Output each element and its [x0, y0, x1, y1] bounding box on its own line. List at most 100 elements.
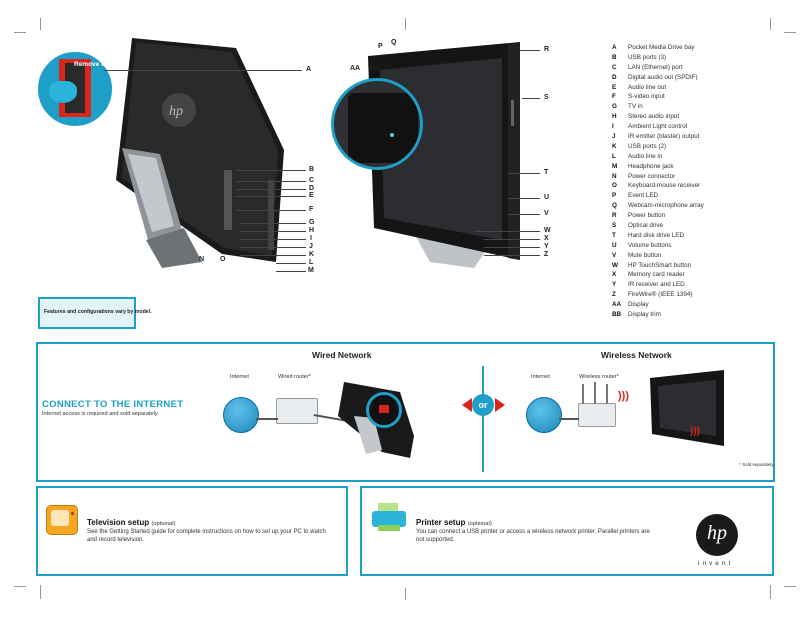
- callout-a: A: [306, 66, 312, 73]
- wireless-router-label: Wireless router*: [579, 374, 619, 380]
- printer-setup-title: Printer setup (optional): [416, 518, 492, 527]
- callout-u: U: [544, 194, 550, 201]
- callout-g: G: [309, 219, 315, 226]
- callout-line-v: [508, 214, 540, 215]
- legend-key: G: [612, 103, 617, 111]
- printer-tray: [378, 525, 400, 531]
- wireless-signal-icon: ))): [618, 390, 629, 402]
- ethernet-plug-icon: [379, 405, 389, 413]
- antenna-icon: [594, 382, 596, 404]
- hp-logo-text: hp: [707, 522, 727, 544]
- legend-key: R: [612, 212, 617, 220]
- features-note-box: Features and configurations vary by mode…: [38, 297, 152, 329]
- callout-bb: BB: [370, 65, 381, 72]
- television-icon: [46, 505, 78, 535]
- callout-i: I: [310, 235, 312, 242]
- wired-router-icon: [276, 398, 318, 424]
- legend-value: IR emitter (blaster) output: [628, 133, 700, 141]
- callout-line-y: [484, 247, 540, 248]
- legend-key: U: [612, 241, 617, 249]
- legend-key: C: [612, 63, 617, 71]
- internet-globe-icon: [526, 397, 562, 433]
- callout-line-f: [236, 210, 306, 211]
- callout-m: M: [308, 267, 314, 274]
- callout-line-l: [276, 263, 306, 264]
- callout-n: N: [199, 256, 205, 263]
- hp-logo: hp: [696, 514, 738, 556]
- printer-setup-optional: (optional): [467, 521, 492, 527]
- legend-item: Q Webcam-microphone array: [612, 201, 802, 211]
- cable-line: [559, 418, 579, 420]
- callout-line-i: [240, 239, 306, 240]
- legend-item: C LAN (Ethernet) port: [612, 63, 802, 73]
- svg-text:))): ))): [690, 426, 700, 437]
- crop-mark: [770, 18, 771, 30]
- legend-value: TV in: [628, 103, 643, 111]
- tv-knob: [71, 512, 74, 515]
- legend-value: IR receiver and LED: [628, 281, 685, 289]
- legend-item: U Volume buttons: [612, 241, 802, 251]
- legend-value: Audio line out: [628, 83, 667, 91]
- tv-setup-optional: (optional): [151, 521, 176, 527]
- callout-line-j: [240, 247, 306, 248]
- legend-key: T: [612, 231, 616, 239]
- legend-value: Display: [628, 301, 649, 309]
- sold-separately-note: * Sold separately: [739, 462, 774, 467]
- callout-line-r: [520, 50, 540, 51]
- legend-value: FireWire® (IEEE 1394): [628, 291, 693, 299]
- callout-line-k: [240, 255, 306, 256]
- crop-mark: [40, 18, 41, 30]
- display-magnifier: [331, 78, 423, 170]
- crop-mark: [405, 18, 406, 30]
- callout-line-w: [474, 231, 540, 232]
- callout-line-u: [508, 198, 540, 199]
- callout-line-h: [240, 231, 306, 232]
- legend-value: LAN (Ethernet) port: [628, 63, 683, 71]
- legend-key: Q: [612, 202, 617, 210]
- network-section: [36, 342, 775, 482]
- legend-value: Audio line in: [628, 152, 663, 160]
- callout-r: R: [544, 46, 550, 53]
- legend-key: Z: [612, 291, 616, 299]
- wired-router-label: Wired router*: [278, 374, 311, 380]
- legend-key: K: [612, 142, 617, 150]
- callout-h: H: [309, 227, 315, 234]
- callout-line-a: [104, 70, 302, 71]
- legend-value: Hard disk drive LED: [628, 231, 684, 239]
- legend-key: P: [612, 192, 617, 200]
- legend-key: L: [612, 152, 616, 160]
- callout-z: Z: [544, 251, 549, 258]
- legend-key: A: [612, 44, 617, 51]
- legend-value: Webcam-microphone array: [628, 202, 704, 210]
- crop-mark: [14, 32, 26, 33]
- antenna-icon: [582, 384, 584, 404]
- callout-x: X: [544, 235, 549, 242]
- arrow-left-icon: [462, 398, 472, 412]
- callout-d: D: [309, 185, 315, 192]
- legend-key: M: [612, 162, 618, 170]
- callout-s: S: [544, 94, 549, 101]
- legend-value: Digital audio out (SPDIF): [628, 73, 698, 81]
- legend-value: Mute button: [628, 251, 662, 259]
- legend-item: Y IR receiver and LED: [612, 280, 802, 290]
- legend-value: HP TouchSmart button: [628, 261, 692, 269]
- callout-f: F: [309, 206, 314, 213]
- legend-value: Volume buttons: [628, 241, 672, 249]
- crop-mark: [770, 585, 771, 599]
- legend-key: E: [612, 83, 617, 91]
- legend-key: O: [612, 182, 617, 190]
- network-heading: CONNECT TO THE INTERNET: [42, 399, 184, 410]
- legend-key: Y: [612, 281, 617, 289]
- wireless-internet-label: Internet: [531, 374, 550, 380]
